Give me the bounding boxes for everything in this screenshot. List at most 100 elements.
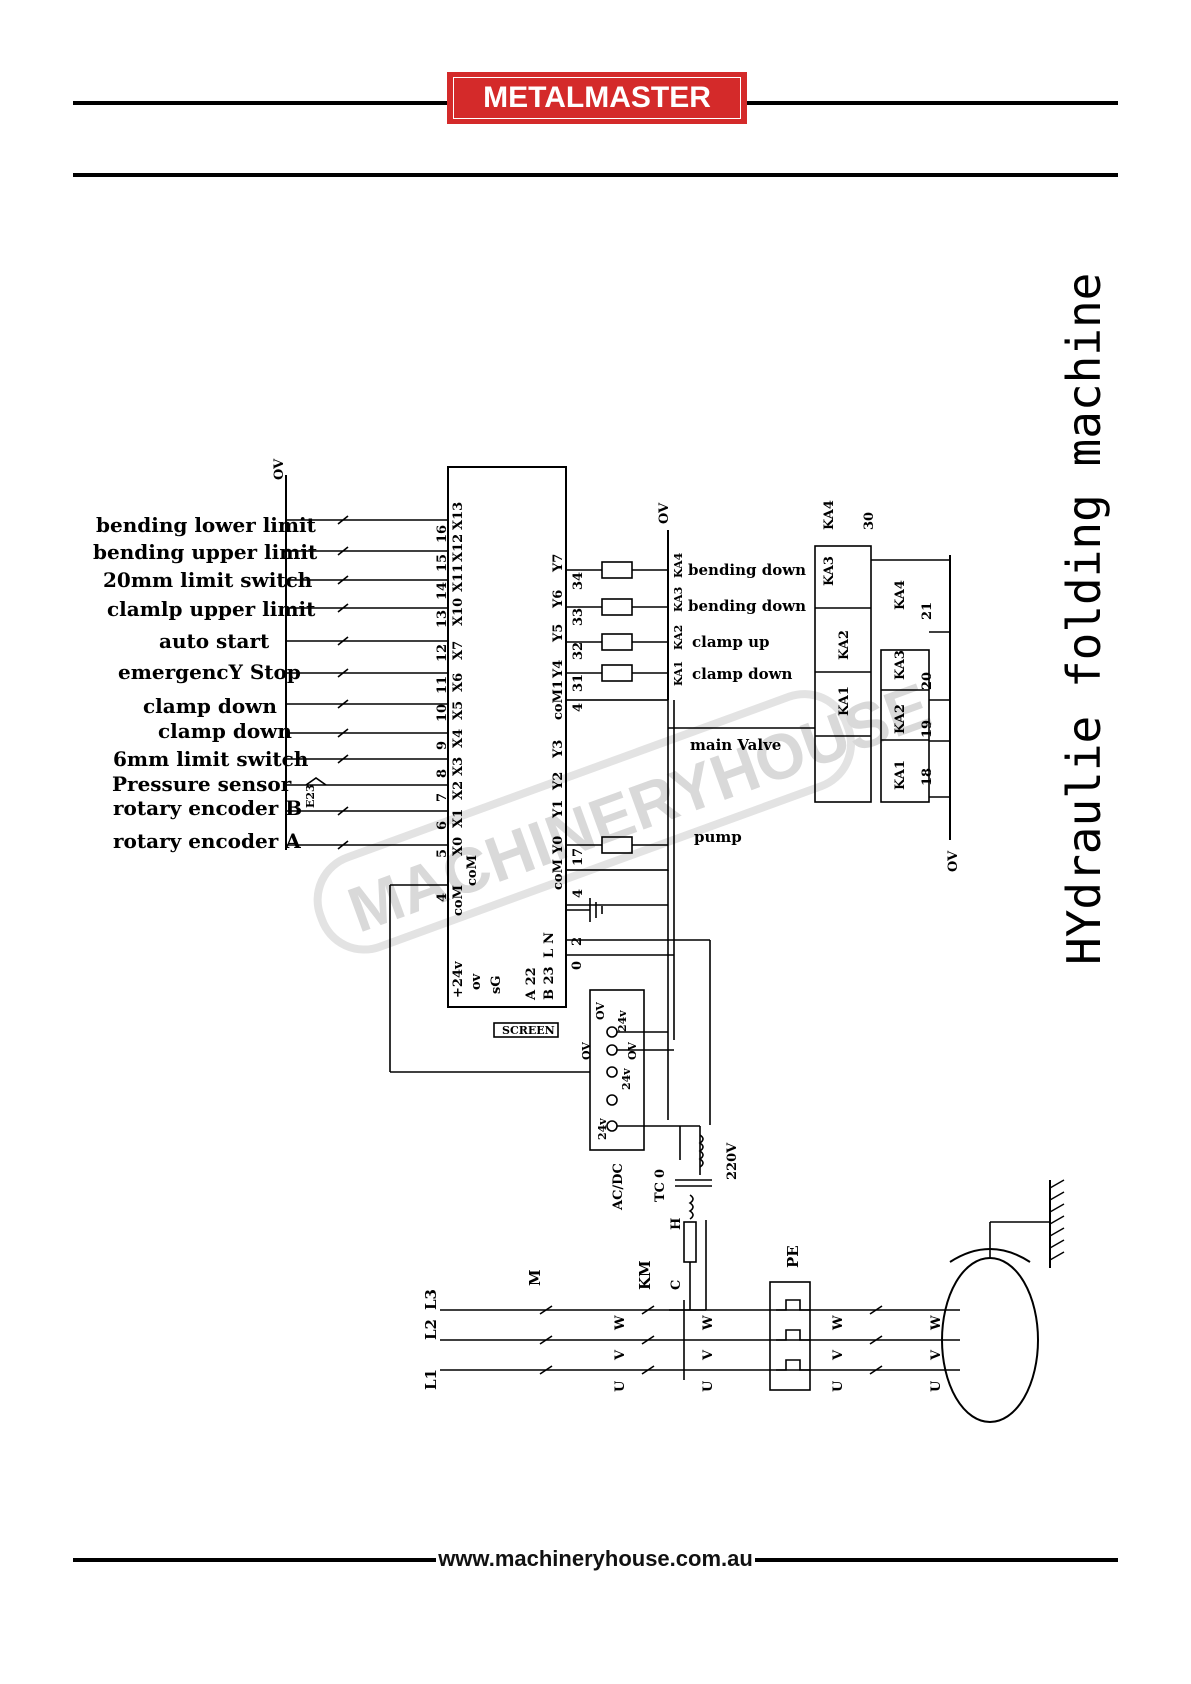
input-label-3: 20mm limit switch <box>103 568 313 592</box>
svg-text:X7: X7 <box>451 641 466 660</box>
svg-text:KA3: KA3 <box>822 556 837 586</box>
ov-label-right: OV <box>657 502 672 524</box>
svg-text:OV: OV <box>626 1042 639 1060</box>
relay-block <box>814 545 951 840</box>
svg-text:24v: 24v <box>616 1010 629 1032</box>
output-terminals: 34 33 32 31 4 17 4 <box>571 572 586 898</box>
input-label-11: rotary encoder B <box>113 796 302 820</box>
svg-text:Y2: Y2 <box>551 772 566 791</box>
svg-text:KA3: KA3 <box>672 587 685 612</box>
svg-text:+24v: +24v <box>451 961 466 998</box>
svg-text:Y7: Y7 <box>551 554 566 573</box>
svg-text:0: 0 <box>570 961 585 970</box>
svg-text:Y1: Y1 <box>551 800 566 819</box>
output-label-1: bending down <box>688 561 806 579</box>
svg-text:19: 19 <box>920 720 935 738</box>
plc-output-frame <box>565 699 669 871</box>
svg-text:sG: sG <box>489 976 504 994</box>
output-ka-labels: KA4 KA3 KA2 KA1 <box>672 552 685 686</box>
output-lines <box>566 530 815 854</box>
input-label-5: auto start <box>159 629 270 653</box>
brand-logo-text: METALMASTER <box>483 81 711 114</box>
output-label-4: clamp down <box>692 665 793 683</box>
output-label-3: clamp up <box>692 633 770 651</box>
svg-text:V: V <box>831 1349 846 1361</box>
three-phase-labels: L3 L2 L1 M KM PE W V U W V U W V U W V U <box>422 1245 944 1392</box>
internal-wiring <box>389 700 711 1125</box>
input-lines <box>286 515 448 850</box>
svg-text:W: W <box>613 1315 628 1331</box>
svg-text:A 22: A 22 <box>524 967 539 1001</box>
svg-text:B 23: B 23 <box>542 966 557 1000</box>
svg-text:C: C <box>669 1280 684 1290</box>
com-label-2: coM <box>465 855 480 886</box>
svg-text:KA1: KA1 <box>837 686 852 716</box>
input-label-2: bending upper limit <box>93 540 318 564</box>
input-label-4: clamlp upper limit <box>107 597 316 621</box>
ov-label-left: OV <box>272 458 287 480</box>
header-rule-bottom <box>73 173 1118 177</box>
plc-bottom-labels: +24v ov sG A 22 B 23 L N 0 2 <box>451 932 585 1001</box>
input-label-9: 6mm limit switch <box>113 747 309 771</box>
svg-text:7: 7 <box>435 793 450 802</box>
svg-text:KA2: KA2 <box>893 704 908 734</box>
svg-text:24v: 24v <box>596 1118 609 1140</box>
output-label-5: main Valve <box>690 736 781 754</box>
svg-text:L1: L1 <box>422 1369 440 1390</box>
svg-text:X11: X11 <box>451 564 466 592</box>
transformer: AC/DC TC 0 220V H C <box>611 1126 740 1311</box>
svg-text:X2: X2 <box>451 781 466 800</box>
footer-url-block: www.machineryhouse.com.au <box>0 1546 1191 1572</box>
svg-text:24v: 24v <box>620 1068 633 1090</box>
svg-text:20: 20 <box>920 672 935 690</box>
svg-text:U: U <box>701 1380 716 1392</box>
input-label-10: Pressure sensor <box>112 772 292 796</box>
svg-text:4: 4 <box>571 703 586 712</box>
svg-text:OV: OV <box>580 1042 593 1060</box>
svg-text:X0: X0 <box>451 837 466 856</box>
svg-text:PE: PE <box>784 1245 802 1268</box>
com-terminal-4: 4 <box>435 893 450 902</box>
svg-text:U: U <box>831 1380 846 1392</box>
svg-text:X4: X4 <box>451 729 466 748</box>
svg-text:9: 9 <box>435 741 450 750</box>
svg-text:L2: L2 <box>422 1319 440 1340</box>
svg-text:OV: OV <box>946 850 961 872</box>
svg-text:W: W <box>701 1315 716 1331</box>
input-terminals: 16 15 14 13 12 11 10 9 8 7 6 5 <box>435 525 450 858</box>
svg-text:X12: X12 <box>451 534 466 562</box>
svg-text:6: 6 <box>435 821 450 830</box>
svg-text:ov: ov <box>469 973 484 990</box>
svg-text:0: 0 <box>653 1169 668 1178</box>
svg-text:KA1: KA1 <box>893 760 908 790</box>
svg-text:TC: TC <box>653 1182 668 1202</box>
svg-text:X3: X3 <box>451 757 466 776</box>
svg-text:Y3: Y3 <box>551 740 566 759</box>
watermark-frame <box>313 690 855 954</box>
svg-text:AC/DC: AC/DC <box>611 1163 626 1211</box>
svg-text:15: 15 <box>435 554 450 572</box>
input-label-1: bending lower limit <box>96 513 317 537</box>
svg-text:KA4: KA4 <box>893 580 908 610</box>
relay-labels: KA4 KA3 KA2 KA1 KA4 KA3 KA2 KA1 30 21 20… <box>822 500 961 872</box>
footer-url[interactable]: www.machineryhouse.com.au <box>436 1546 755 1571</box>
svg-text:KA4: KA4 <box>672 552 685 578</box>
svg-text:11: 11 <box>435 676 450 694</box>
svg-text:KA4: KA4 <box>822 500 837 530</box>
svg-text:U: U <box>929 1380 944 1392</box>
svg-text:18: 18 <box>920 768 935 786</box>
power-supply: OV 24v OV OV 24v 24v <box>580 989 700 1151</box>
svg-text:17: 17 <box>571 848 586 866</box>
svg-text:KA2: KA2 <box>837 630 852 660</box>
svg-text:KA2: KA2 <box>672 625 685 650</box>
screen-box <box>493 1022 559 1038</box>
svg-text:Y4: Y4 <box>551 660 566 679</box>
svg-text:2: 2 <box>570 937 585 946</box>
svg-text:V: V <box>613 1349 628 1361</box>
svg-text:13: 13 <box>435 610 450 628</box>
input-label-8: clamp down <box>158 719 292 743</box>
svg-text:L: L <box>542 949 557 958</box>
svg-text:30: 30 <box>862 512 877 530</box>
output-ports: Y7 Y6 Y5 Y4 Y3 Y2 Y1 Y0 <box>551 554 566 855</box>
